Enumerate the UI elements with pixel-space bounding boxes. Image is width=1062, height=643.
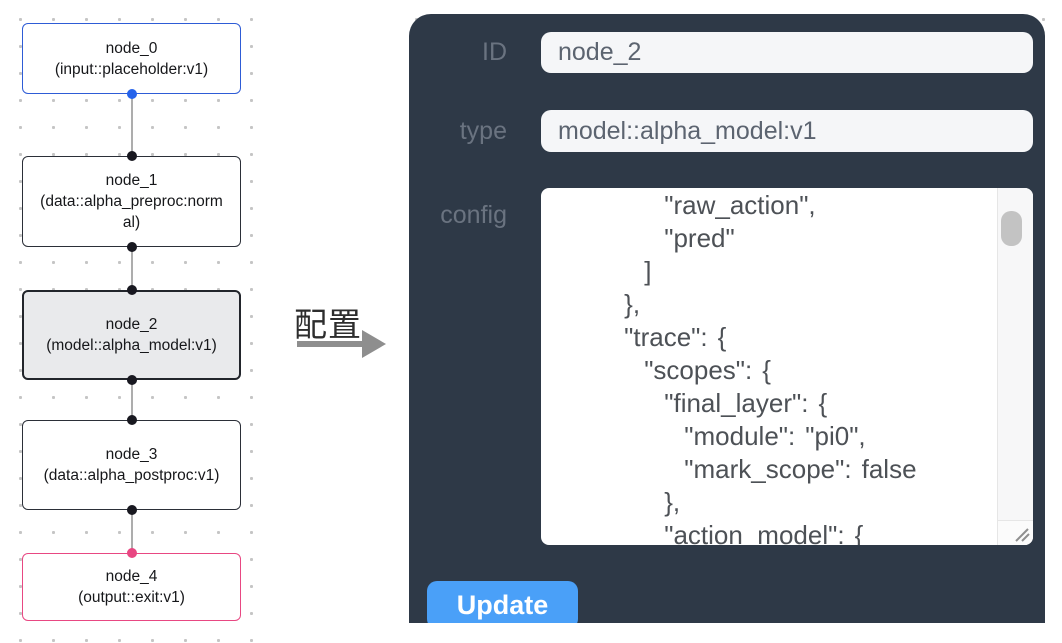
node-title: node_2	[105, 316, 158, 333]
id-input[interactable]	[541, 32, 1033, 73]
edge-node1-node2	[130, 247, 133, 290]
connector-handle-node1-out[interactable]	[126, 242, 137, 252]
node-subtitle: (data::alpha_postproc:v1)	[43, 467, 220, 484]
node-subtitle: (data::alpha_preproc:normal)	[40, 193, 223, 231]
flow-node-node_2-selected[interactable]: node_2 (model::alpha_model:v1)	[22, 290, 241, 380]
edge-node2-node3	[130, 380, 133, 420]
node-title: node_1	[105, 172, 158, 189]
node-title: node_3	[105, 446, 158, 463]
type-input[interactable]	[541, 110, 1033, 152]
config-textarea[interactable]: "raw_action", "pred" ] }, "trace": { "sc…	[541, 188, 1033, 545]
configure-annotation-label: 配置	[294, 306, 362, 343]
connector-handle-node2-out[interactable]	[126, 375, 137, 385]
edge-node0-node1	[130, 94, 133, 156]
connector-handle-node1-in[interactable]	[126, 151, 137, 161]
scrollbar-track[interactable]	[997, 188, 1033, 520]
connector-handle-node0-out[interactable]	[126, 89, 137, 99]
config-json-text[interactable]: "raw_action", "pred" ] }, "trace": { "sc…	[624, 190, 917, 545]
connector-handle-node2-in[interactable]	[126, 285, 137, 295]
flow-canvas[interactable]: node_0 (input::placeholder:v1) node_1 (d…	[0, 0, 278, 643]
node-subtitle: (model::alpha_model:v1)	[46, 337, 217, 354]
connector-handle-node3-out[interactable]	[126, 505, 137, 515]
flow-node-node_3[interactable]: node_3 (data::alpha_postproc:v1)	[22, 420, 241, 510]
connector-handle-node4-in[interactable]	[126, 548, 137, 558]
node-subtitle: (output::exit:v1)	[78, 589, 185, 606]
node-subtitle: (input::placeholder:v1)	[54, 60, 209, 78]
edge-node3-node4	[130, 510, 133, 553]
arrow-right-icon	[297, 341, 362, 347]
id-field-label: ID	[482, 38, 507, 66]
flow-node-node_0[interactable]: node_0 (input::placeholder:v1)	[22, 23, 241, 94]
flow-node-node_1[interactable]: node_1 (data::alpha_preproc:normal)	[22, 156, 241, 247]
scrollbar-thumb[interactable]	[1001, 211, 1022, 246]
node-title: node_4	[105, 568, 158, 585]
type-field-label: type	[459, 117, 507, 145]
connector-handle-node3-in[interactable]	[126, 415, 137, 425]
config-field-label: config	[440, 201, 507, 229]
scrollbar-corner	[997, 520, 1033, 545]
node-title: node_0	[105, 39, 158, 57]
flow-node-node_4[interactable]: node_4 (output::exit:v1)	[22, 553, 241, 621]
update-button[interactable]: Update	[427, 581, 578, 623]
node-config-panel: ID type config "raw_action", "pred" ] },…	[409, 14, 1045, 623]
resize-grip-icon[interactable]	[1013, 527, 1030, 542]
arrow-right-icon-head	[362, 330, 386, 358]
